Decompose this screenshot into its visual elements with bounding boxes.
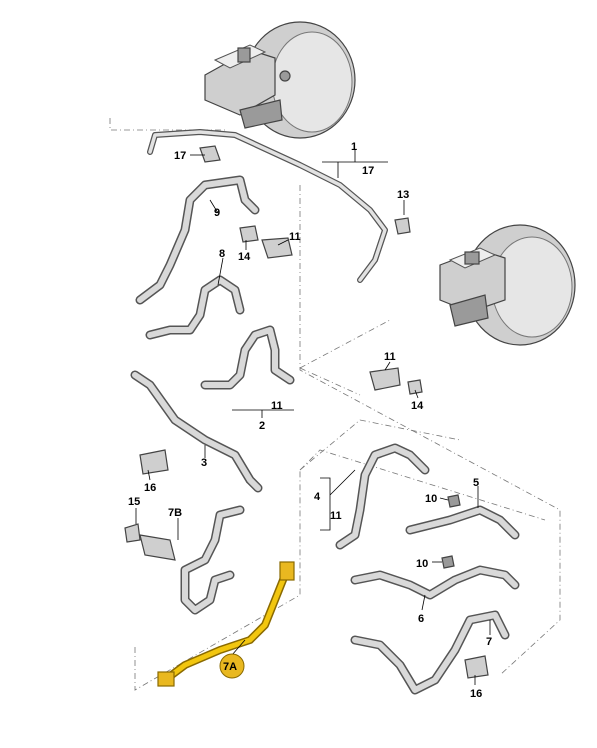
label-15: 15 — [128, 496, 140, 508]
hose-5 — [405, 505, 520, 540]
label-13: 13 — [397, 189, 409, 201]
label-7: 7 — [486, 636, 492, 648]
hose-1 — [147, 129, 388, 283]
label-11-right: 11 — [384, 351, 396, 363]
hose-6 — [350, 565, 520, 600]
label-8: 8 — [219, 248, 225, 260]
leader-lines — [135, 150, 491, 685]
label-7b: 7B — [168, 507, 182, 519]
label-5: 5 — [473, 477, 479, 489]
hose-3 — [130, 370, 263, 493]
hose-4 — [335, 443, 430, 550]
label-10-bottom: 10 — [416, 558, 428, 570]
label-11-mid: 11 — [271, 400, 283, 412]
hose-2 — [200, 325, 295, 390]
label-14-right: 14 — [411, 400, 424, 412]
small-parts — [124, 145, 489, 679]
hose-9 — [135, 175, 260, 305]
part-labels: 1 17 17 13 9 14 11 8 11 2 11 14 3 16 4 1… — [128, 141, 492, 700]
label-14-top: 14 — [238, 251, 251, 263]
hose-7 — [350, 610, 510, 695]
label-17-left: 17 — [174, 150, 186, 162]
label-7a: 7A — [223, 661, 237, 673]
label-10-top: 10 — [425, 493, 437, 505]
hose-7a — [157, 561, 295, 687]
brake-booster-right — [439, 224, 576, 346]
label-16-right: 16 — [470, 688, 482, 700]
label-1: 1 — [351, 141, 357, 153]
reference-lines — [109, 118, 561, 691]
label-4: 4 — [314, 491, 321, 503]
label-11-lower: 11 — [330, 510, 342, 522]
label-3: 3 — [201, 457, 207, 469]
label-2: 2 — [259, 420, 265, 432]
hose-7b — [139, 505, 245, 615]
brake-booster-top — [204, 21, 356, 139]
label-16-left: 16 — [144, 482, 156, 494]
badge-7a: 7A — [219, 653, 245, 679]
label-17-right: 17 — [362, 165, 374, 177]
label-6: 6 — [418, 613, 424, 625]
label-9: 9 — [214, 207, 220, 219]
label-11-top: 11 — [289, 231, 301, 243]
hose-8 — [145, 275, 245, 340]
